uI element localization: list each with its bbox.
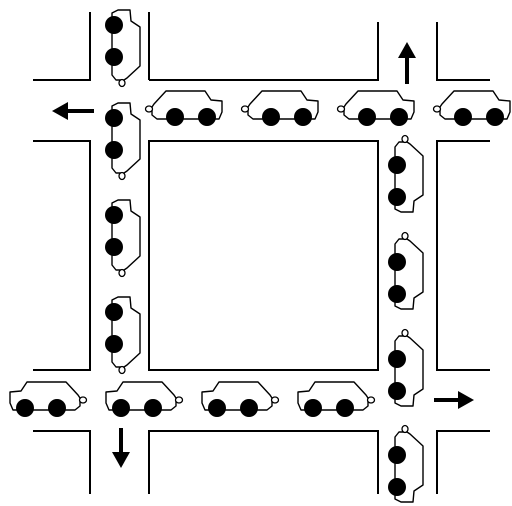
car-top-2 [242,91,319,126]
road-corner-bottom-left [33,431,90,494]
car-top-3 [338,91,415,126]
car-left-2 [105,297,140,374]
car-top-1 [146,91,223,126]
car-top-left-1 [105,10,140,87]
car-right-3 [388,330,423,407]
arrow-south-icon [112,428,130,468]
car-bottom-1 [10,382,87,417]
road-corner-top-right [437,22,490,80]
car-right-1 [388,136,423,213]
car-right-4 [388,426,423,503]
road-edge-bottom-block [149,431,378,494]
road-corner-bottom-right [437,431,490,494]
central-block [149,141,378,370]
road-corner-left-mid [33,141,90,370]
arrow-north-icon [398,42,416,84]
car-bottom-4 [298,382,375,417]
car-top-left-2 [105,103,140,180]
cars-layer [10,10,510,502]
car-bottom-2 [106,382,183,417]
car-top-4 [434,91,511,126]
car-right-2 [388,233,423,310]
car-left-1 [105,200,140,277]
arrow-west-icon [52,102,94,120]
car-bottom-3 [202,382,279,417]
arrow-east-icon [434,391,474,409]
road-corner-right-mid [437,141,490,370]
road-edge-top-right-block [149,22,378,80]
road-corner-top-left [33,12,90,80]
